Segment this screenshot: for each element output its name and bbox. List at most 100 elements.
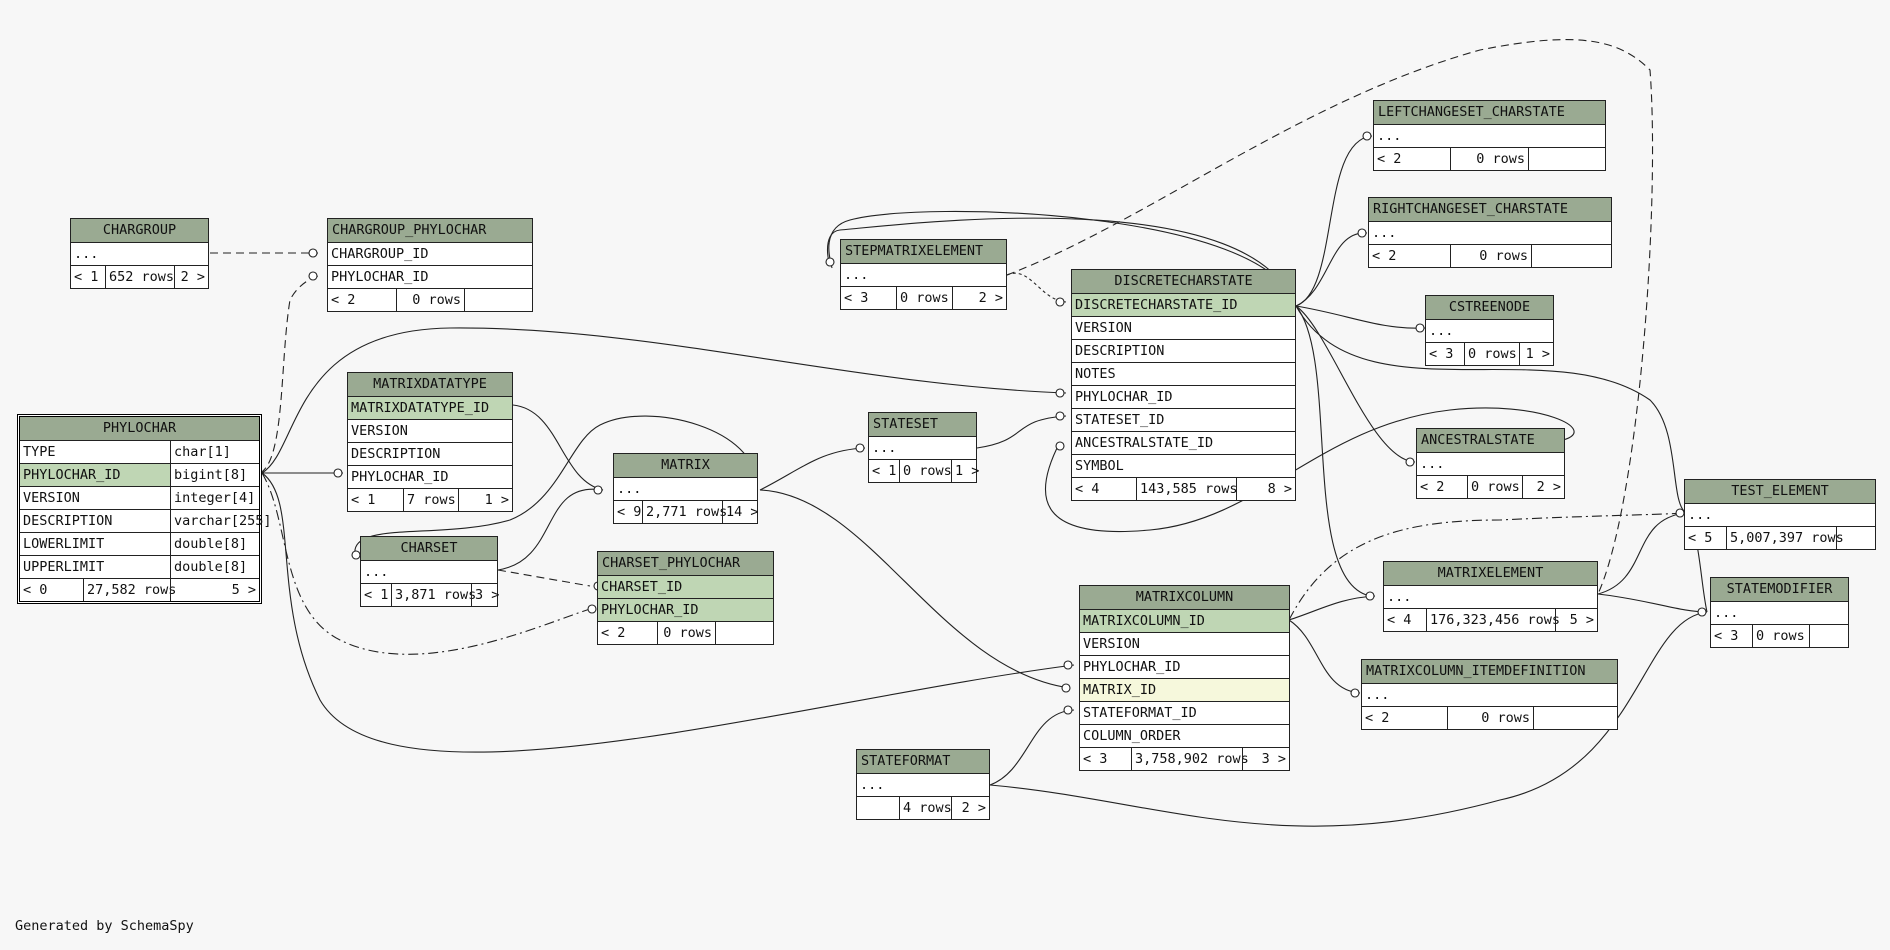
table-header[interactable]: MATRIXELEMENT <box>1384 562 1597 585</box>
table-chargroup-phylochar[interactable]: CHARGROUP_PHYLOCHAR CHARGROUP_ID PHYLOCH… <box>327 218 533 312</box>
rel-phylochar-dcs-line <box>261 327 1067 474</box>
table-footer: < 9 2,771 rows 14 > <box>614 500 759 523</box>
table-charset-phylochar[interactable]: CHARSET_PHYLOCHAR CHARSET_ID PHYLOCHAR_I… <box>597 551 774 645</box>
footer-prev: < 2 <box>331 292 356 308</box>
footer-rows: 143,585 rows <box>1136 478 1238 500</box>
table-ancestralstate[interactable]: ANCESTRALSTATE ... < 2 0 rows 2 > <box>1416 428 1565 499</box>
footer-next <box>1531 245 1611 267</box>
table-chargroup[interactable]: CHARGROUP ... < 1 652 rows 2 > <box>70 218 209 289</box>
rel-dcs-me-line <box>1295 305 1371 597</box>
table-statemodifier[interactable]: STATEMODIFIER ... < 3 0 rows <box>1710 577 1849 648</box>
table-header[interactable]: STEPMATRIXELEMENT <box>841 240 1006 263</box>
table-column: ... <box>1362 683 1617 706</box>
table-matrixcolumn[interactable]: MATRIXCOLUMN MATRIXCOLUMN_ID VERSION PHY… <box>1079 585 1290 771</box>
table-header[interactable]: STATESET <box>869 413 976 436</box>
table-column: STATEFORMAT_ID <box>1080 701 1289 724</box>
footer-prev: < 2 <box>601 625 626 641</box>
table-rightchangeset-charstate[interactable]: RIGHTCHANGESET_CHARSTATE ... < 2 0 rows <box>1368 197 1612 268</box>
footer-rows: 0 rows <box>1450 245 1531 267</box>
table-footer: < 2 0 rows 2 > <box>1417 475 1564 498</box>
footer-next: 2 > <box>951 797 989 819</box>
footer-rows: 0 rows <box>657 622 715 644</box>
table-matrix[interactable]: MATRIX ... < 9 2,771 rows 14 > <box>613 453 759 524</box>
footer-rows: 7 rows <box>403 489 458 511</box>
footer-rows: 652 rows <box>105 266 174 288</box>
table-header[interactable]: ANCESTRALSTATE <box>1417 429 1564 452</box>
table-discretecharstate[interactable]: DISCRETECHARSTATE DISCRETECHARSTATE_ID V… <box>1071 269 1296 501</box>
table-column: PHYLOCHAR_ID <box>1080 655 1289 678</box>
table-header[interactable]: DISCRETECHARSTATE <box>1072 270 1295 293</box>
table-leftchangeset-charstate[interactable]: LEFTCHANGESET_CHARSTATE ... < 2 0 rows <box>1373 100 1606 171</box>
footer-next: 2 > <box>1522 476 1564 498</box>
crowfoot-marker <box>1350 688 1360 698</box>
table-header[interactable]: CHARSET_PHYLOCHAR <box>598 552 773 575</box>
table-matrixdatatype[interactable]: MATRIXDATATYPE MATRIXDATATYPE_ID VERSION… <box>347 372 513 512</box>
table-column: ... <box>869 436 976 459</box>
footer-prev: < 2 <box>1372 248 1397 264</box>
table-stepmatrixelement[interactable]: STEPMATRIXELEMENT ... < 3 0 rows 2 > <box>840 239 1007 310</box>
table-column: COLUMN_ORDER <box>1080 724 1289 747</box>
footer-next <box>1809 625 1848 647</box>
footer-next: 1 > <box>951 460 979 482</box>
rel-phylochar-mc-line <box>261 472 1075 753</box>
table-column-selected: MATRIX_ID <box>1080 678 1289 701</box>
table-charset[interactable]: CHARSET ... < 1 3,871 rows 3 > <box>360 536 499 607</box>
rel-dcs-sme-loop-line <box>827 217 1296 307</box>
table-header[interactable]: RIGHTCHANGESET_CHARSTATE <box>1369 198 1611 221</box>
table-footer: < 3 3,758,902 rows 3 > <box>1080 747 1289 770</box>
table-header[interactable]: CHARSET <box>361 537 497 560</box>
crowfoot-marker <box>1063 660 1073 670</box>
table-column: ... <box>71 242 208 265</box>
table-header[interactable]: STATEMODIFIER <box>1711 578 1848 601</box>
table-column: STATESET_ID <box>1072 408 1295 431</box>
table-header[interactable]: STATEFORMAT <box>857 750 989 773</box>
table-column: ... <box>1426 319 1553 342</box>
table-stateset[interactable]: STATESET ... < 1 0 rows 1 > <box>868 412 979 483</box>
table-header[interactable]: MATRIXCOLUMN <box>1080 586 1289 609</box>
table-test-element[interactable]: TEST_ELEMENT ... < 5 5,007,397 rows <box>1684 479 1876 550</box>
table-header[interactable]: PHYLOCHAR <box>20 417 259 440</box>
table-header[interactable]: CSTREENODE <box>1426 296 1553 319</box>
table-matrixelement[interactable]: MATRIXELEMENT ... < 4 176,323,456 rows 5… <box>1383 561 1598 632</box>
table-footer: < 2 0 rows <box>1369 244 1611 267</box>
rel-charset-csp-line <box>497 569 591 587</box>
table-header[interactable]: CHARGROUP_PHYLOCHAR <box>328 219 532 242</box>
table-header[interactable]: MATRIXDATATYPE <box>348 373 512 396</box>
crowfoot-marker <box>1405 457 1415 467</box>
rel-dcs-test-line <box>1295 305 1686 513</box>
table-footer: < 2 0 rows <box>1362 706 1617 729</box>
table-column: ... <box>361 560 497 583</box>
table-column: ... <box>1685 503 1875 526</box>
crowfoot-marker <box>351 550 361 560</box>
table-header[interactable]: MATRIX <box>614 454 757 477</box>
table-matrixcolumn-itemdefinition[interactable]: MATRIXCOLUMN_ITEMDEFINITION ... < 2 0 ro… <box>1361 659 1618 730</box>
table-column: ... <box>614 477 757 500</box>
rel-me-sm-line <box>1597 593 1708 613</box>
table-header[interactable]: TEST_ELEMENT <box>1685 480 1875 503</box>
table-column: VERSION <box>348 419 512 442</box>
table-header[interactable]: LEFTCHANGESET_CHARSTATE <box>1374 101 1605 124</box>
rel-matrix-mc-line <box>759 489 1071 689</box>
footer-rows: 2,771 rows <box>642 501 727 523</box>
table-header[interactable]: CHARGROUP <box>71 219 208 242</box>
table-column: ... <box>857 773 989 796</box>
table-stateformat[interactable]: STATEFORMAT ... 4 rows 2 > <box>856 749 990 820</box>
table-column: VERSION <box>1080 632 1289 655</box>
table-column: ... <box>1374 124 1605 147</box>
table-footer: < 1 0 rows 1 > <box>869 459 979 482</box>
crowfoot-marker <box>587 604 597 614</box>
table-header[interactable]: MATRIXCOLUMN_ITEMDEFINITION <box>1362 660 1617 683</box>
footer-prev: < 1 <box>364 587 389 603</box>
table-column-pk: CHARSET_ID <box>598 575 773 598</box>
footer-rows: 0 rows <box>1464 343 1519 365</box>
table-cstreenode[interactable]: CSTREENODE ... < 3 0 rows 1 > <box>1425 295 1554 366</box>
table-column: ... <box>1384 585 1597 608</box>
crowfoot-marker <box>1362 131 1372 141</box>
footer-next <box>1836 527 1875 549</box>
